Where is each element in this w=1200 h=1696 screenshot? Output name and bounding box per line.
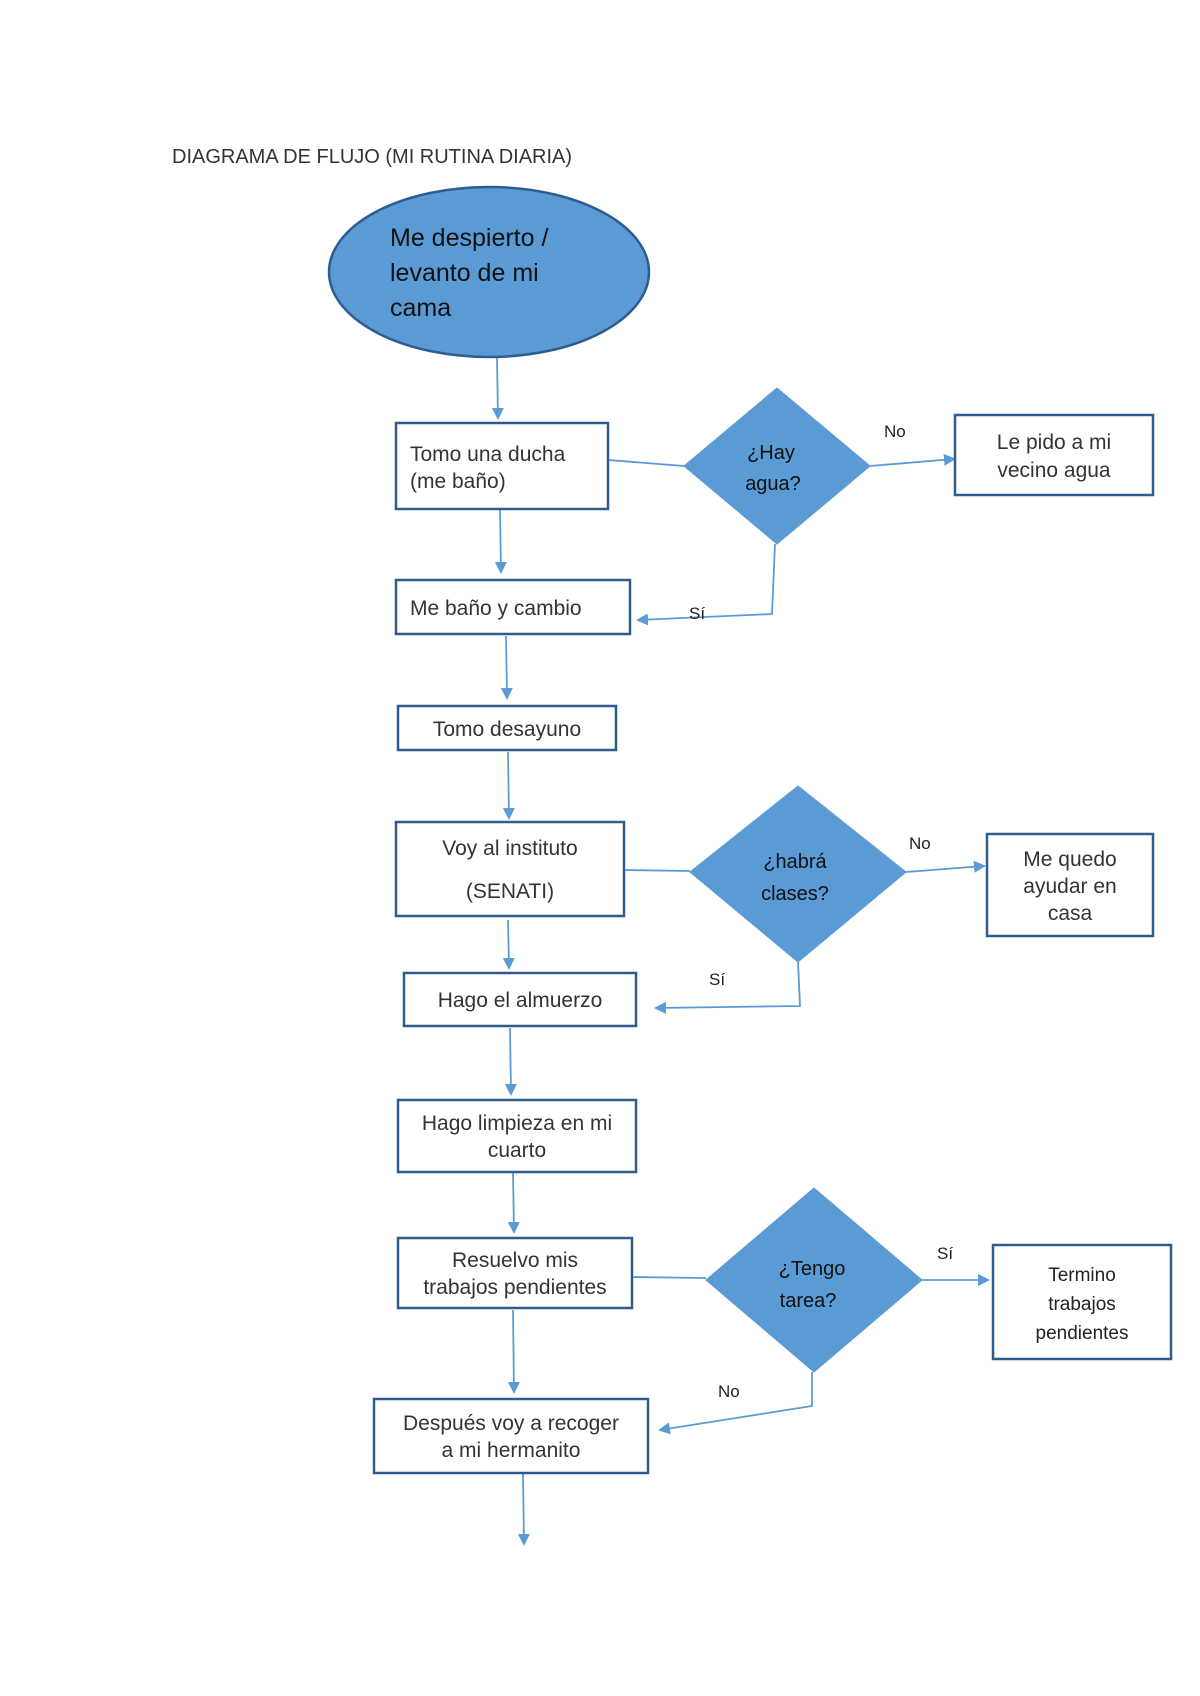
start-node: Me despierto / levanto de mi cama [327,185,651,359]
start-line-2: levanto de mi [390,259,539,287]
decision-clases: ¿habrá clases? [689,785,907,963]
step-trabajos-box [396,1236,634,1310]
step-ducha: Tomo una ducha (me baño) [394,421,610,511]
start-ellipse [327,185,651,359]
decision-clases-line-1: ¿habrá [763,851,827,873]
decision-tarea: ¿Tengo tarea? [705,1187,923,1373]
decision-tarea-line-1: ¿Tengo [779,1258,846,1280]
decision-clases-shape [689,785,907,963]
step-instituto: Voy al instituto (SENATI) [394,820,626,918]
diagram-title: DIAGRAMA DE FLUJO (MI RUTINA DIARIA) [172,146,572,168]
outcome-ayudar-line-3: casa [1048,902,1093,925]
arrow-almuerzo-to-limpieza [504,1027,517,1096]
step-instituto-line-1: Voy al instituto [442,837,577,860]
outcome-ayudar-box [985,832,1155,938]
step-limpieza: Hago limpieza en mi cuarto [396,1098,638,1174]
edge-label-agua-no: No [884,422,906,441]
outcome-termino-line-2: trabajos [1048,1294,1116,1315]
outcome-termino-line-3: pendientes [1036,1323,1129,1344]
line-instituto-to-clases [623,869,691,872]
step-limpieza-line-1: Hago limpieza en mi [422,1112,612,1135]
edge-label-clases-si: Sí [709,970,725,989]
step-hermanito: Después voy a recoger a mi hermanito [372,1397,650,1475]
decision-agua-shape [683,387,871,545]
step-ducha-line-2: (me baño) [410,470,506,493]
step-almuerzo-line-1: Hago el almuerzo [438,989,603,1012]
outcome-termino-box [991,1243,1173,1361]
step-limpieza-line-2: cuarto [488,1139,546,1162]
step-instituto-box [394,820,626,918]
step-trabajos-line-1: Resuelvo mis [452,1249,578,1272]
step-almuerzo-box [402,971,638,1028]
step-cambio-box [394,578,632,636]
arrow-cambio-to-desayuno [500,635,513,700]
arrow-clases-no [905,860,986,873]
decision-tarea-line-2: tarea? [780,1290,837,1312]
edge-label-agua-si: Sí [689,604,705,623]
arrow-clases-si [654,961,801,1014]
decision-agua-line-2: agua? [745,473,801,495]
step-trabajos: Resuelvo mis trabajos pendientes [396,1236,634,1310]
outcome-termino: Termino trabajos pendientes [991,1243,1173,1361]
arrow-limpieza-to-trabajos [507,1171,520,1234]
step-desayuno-line-1: Tomo desayuno [433,718,581,741]
arrow-agua-no [869,453,956,467]
outcome-vecino-box [953,413,1155,497]
outcome-ayudar: Me quedo ayudar en casa [985,832,1155,938]
step-ducha-box [394,421,610,511]
arrow-trabajos-to-hermanito [507,1309,520,1394]
arrow-instituto-to-almuerzo [502,919,515,970]
edge-label-tarea-no: No [718,1382,740,1401]
arrow-tarea-no [658,1372,813,1435]
step-desayuno: Tomo desayuno [396,704,618,752]
outcome-vecino: Le pido a mi vecino agua [953,413,1155,497]
arrow-agua-si [636,543,776,626]
step-ducha-line-1: Tomo una ducha [410,443,566,466]
step-trabajos-line-2: trabajos pendientes [423,1276,606,1299]
decision-tarea-shape [705,1187,923,1373]
step-hermanito-line-2: a mi hermanito [442,1439,581,1462]
edge-label-clases-no: No [909,834,931,853]
line-ducha-to-agua [607,459,685,467]
step-desayuno-box [396,704,618,752]
decision-agua: ¿Hay agua? [683,387,871,545]
connectors [491,357,990,1546]
arrow-hermanito-next [517,1473,530,1546]
line-trabajos-to-tarea [631,1276,707,1279]
step-limpieza-box [396,1098,638,1174]
edge-label-tarea-si: Sí [937,1244,953,1263]
start-line-1: Me despierto / [390,224,548,252]
step-cambio: Me baño y cambio [394,578,632,636]
outcome-vecino-line-1: Le pido a mi [997,431,1111,454]
arrow-start-to-ducha [491,357,504,420]
start-line-3: cama [390,294,451,322]
step-instituto-line-2: (SENATI) [466,880,554,903]
outcome-ayudar-line-1: Me quedo [1023,848,1116,871]
decision-agua-line-1: ¿Hay [747,442,795,464]
step-hermanito-line-1: Después voy a recoger [403,1412,619,1435]
step-almuerzo: Hago el almuerzo [402,971,638,1028]
decision-clases-line-2: clases? [761,883,829,905]
arrow-ducha-to-cambio [494,509,507,574]
step-hermanito-box [372,1397,650,1475]
arrow-desayuno-to-instituto [502,751,515,820]
outcome-vecino-line-2: vecino agua [997,459,1111,482]
outcome-ayudar-line-2: ayudar en [1023,875,1116,898]
step-cambio-line-1: Me baño y cambio [410,597,582,620]
outcome-termino-line-1: Termino [1048,1265,1116,1286]
